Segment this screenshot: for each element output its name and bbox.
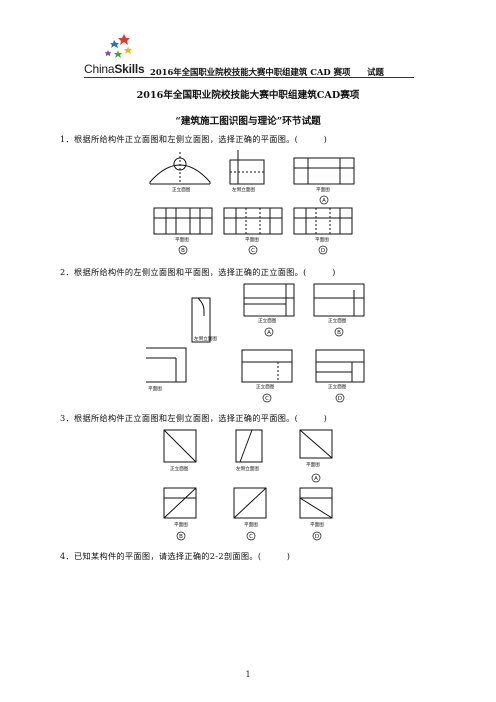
q2-figures: 左侧立面图 平面图 正立面图 正立面图 正立面图 正立面图 A B C D (146, 282, 376, 412)
q1-given-label: 左侧立面图 (232, 186, 255, 193)
q2-option-label: 正立面图 (258, 317, 277, 324)
q1-option-label: 平面图 (175, 237, 189, 243)
logo-text: ChinaSkills (84, 62, 145, 76)
chinaskills-logo (84, 30, 144, 74)
q3-option-mark: C (249, 534, 253, 540)
q1-option-label: 平面图 (316, 187, 330, 193)
q3-option-mark: D (315, 534, 319, 540)
document-title: 2016年全国职业院校技能大赛中职组建筑CAD赛项 (136, 90, 360, 101)
q1-given-label: 正立面图 (172, 186, 191, 193)
q3-figures: 正立面图 左侧立面图 平面图 平面图 平面图 平面图 A B C D (160, 426, 350, 548)
q3-option-label: 平面图 (306, 462, 320, 468)
question-2: 2．根据所给构件的左侧立面图和平面图，选择正确的正立面图。( ) (60, 267, 336, 277)
q2-option-mark: C (265, 396, 269, 402)
q1-option-mark: D (321, 248, 325, 254)
q2-option-label: 正立面图 (328, 317, 347, 324)
q2-option-mark: A (267, 330, 271, 336)
q2-option-label: 正立面图 (256, 383, 275, 390)
q3-option-mark: A (314, 476, 318, 482)
q1-option-mark: B (181, 248, 185, 254)
q3-option-label: 平面图 (310, 522, 324, 528)
q1-option-mark: A (322, 198, 326, 204)
section-title: “建筑施工图识图与理论”环节试题 (175, 116, 321, 127)
q1-option-mark: C (251, 248, 255, 254)
q1-option-label: 平面图 (315, 237, 329, 243)
q2-option-mark: B (337, 330, 341, 336)
q3-given-label: 正立面图 (170, 465, 189, 472)
q2-given-label: 左侧立面图 (194, 335, 217, 342)
q3-option-label: 平面图 (244, 522, 258, 528)
q1-figures: 正立面图 左侧立面图 平面图 平面图 平面图 平面图 A B C D (146, 148, 376, 264)
question-4: 4．已知某构件的平面图，请选择正确的2-2剖面图。( ) (60, 551, 291, 561)
q3-option-label: 平面图 (174, 522, 188, 528)
q1-option-label: 平面图 (245, 237, 259, 243)
q3-given-label: 左侧立面图 (236, 465, 259, 472)
q2-given-label: 平面图 (148, 386, 162, 392)
header-divider (84, 77, 414, 78)
question-1: 1．根据所给构件正立面图和左侧立面图，选择正确的平面图。( ) (60, 134, 328, 144)
header-title: 2016年全国职业院校技能大赛中职组建筑 CAD 赛项 试题 (150, 67, 384, 77)
question-3: 3．根据所给构件正立面图和左侧立面图，选择正确的平面图。( ) (60, 413, 328, 423)
q2-option-mark: D (338, 396, 342, 402)
q3-option-mark: B (179, 534, 183, 540)
page-number: 1 (245, 670, 251, 679)
q2-option-label: 正立面图 (328, 383, 347, 390)
